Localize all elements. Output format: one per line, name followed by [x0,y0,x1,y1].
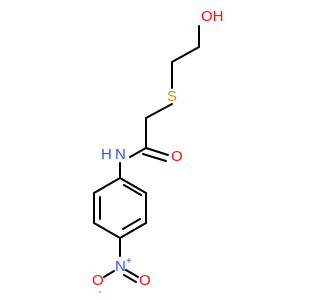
atom-o-carbonyl-label: O [171,148,183,165]
bond-s-c-lower [145,103,173,119]
charge-plus: + [126,256,132,267]
molecule-diagram: OH S O N H N + O - O [92,8,224,298]
ring-bond-1 [119,177,147,194]
atom-oh-label: OH [201,8,224,25]
bond-c-o-double-1 [145,147,169,156]
bond-c-o-double-2 [142,153,167,162]
ring-bond-6 [93,177,121,194]
atom-s-label: S [167,88,177,105]
ring-bond-3 [119,222,147,239]
bond-c-n-amide [129,147,147,158]
bond-layer [93,25,200,283]
atom-h-amide-label: H [101,146,112,163]
structure-canvas: OH S O N H N + O - O [92,8,224,298]
ring-inner-1 [123,184,142,196]
bond-n-o-right-1 [125,269,139,278]
atom-n-nitro-label: N [115,258,126,275]
atom-layer: OH S O N H N + O - O [92,8,224,298]
ring-bond-4 [93,222,121,239]
bond-n-o-left [103,270,115,278]
ring-inner-2 [122,218,141,230]
charge-minus: - [98,287,101,298]
bond-c-c-top [171,46,200,63]
bond-n-o-right-2 [123,274,137,283]
atom-o-nitro-left-label: O [92,272,104,289]
atom-o-nitro-right-label: O [139,272,151,289]
atom-n-amide-label: N [115,146,126,163]
